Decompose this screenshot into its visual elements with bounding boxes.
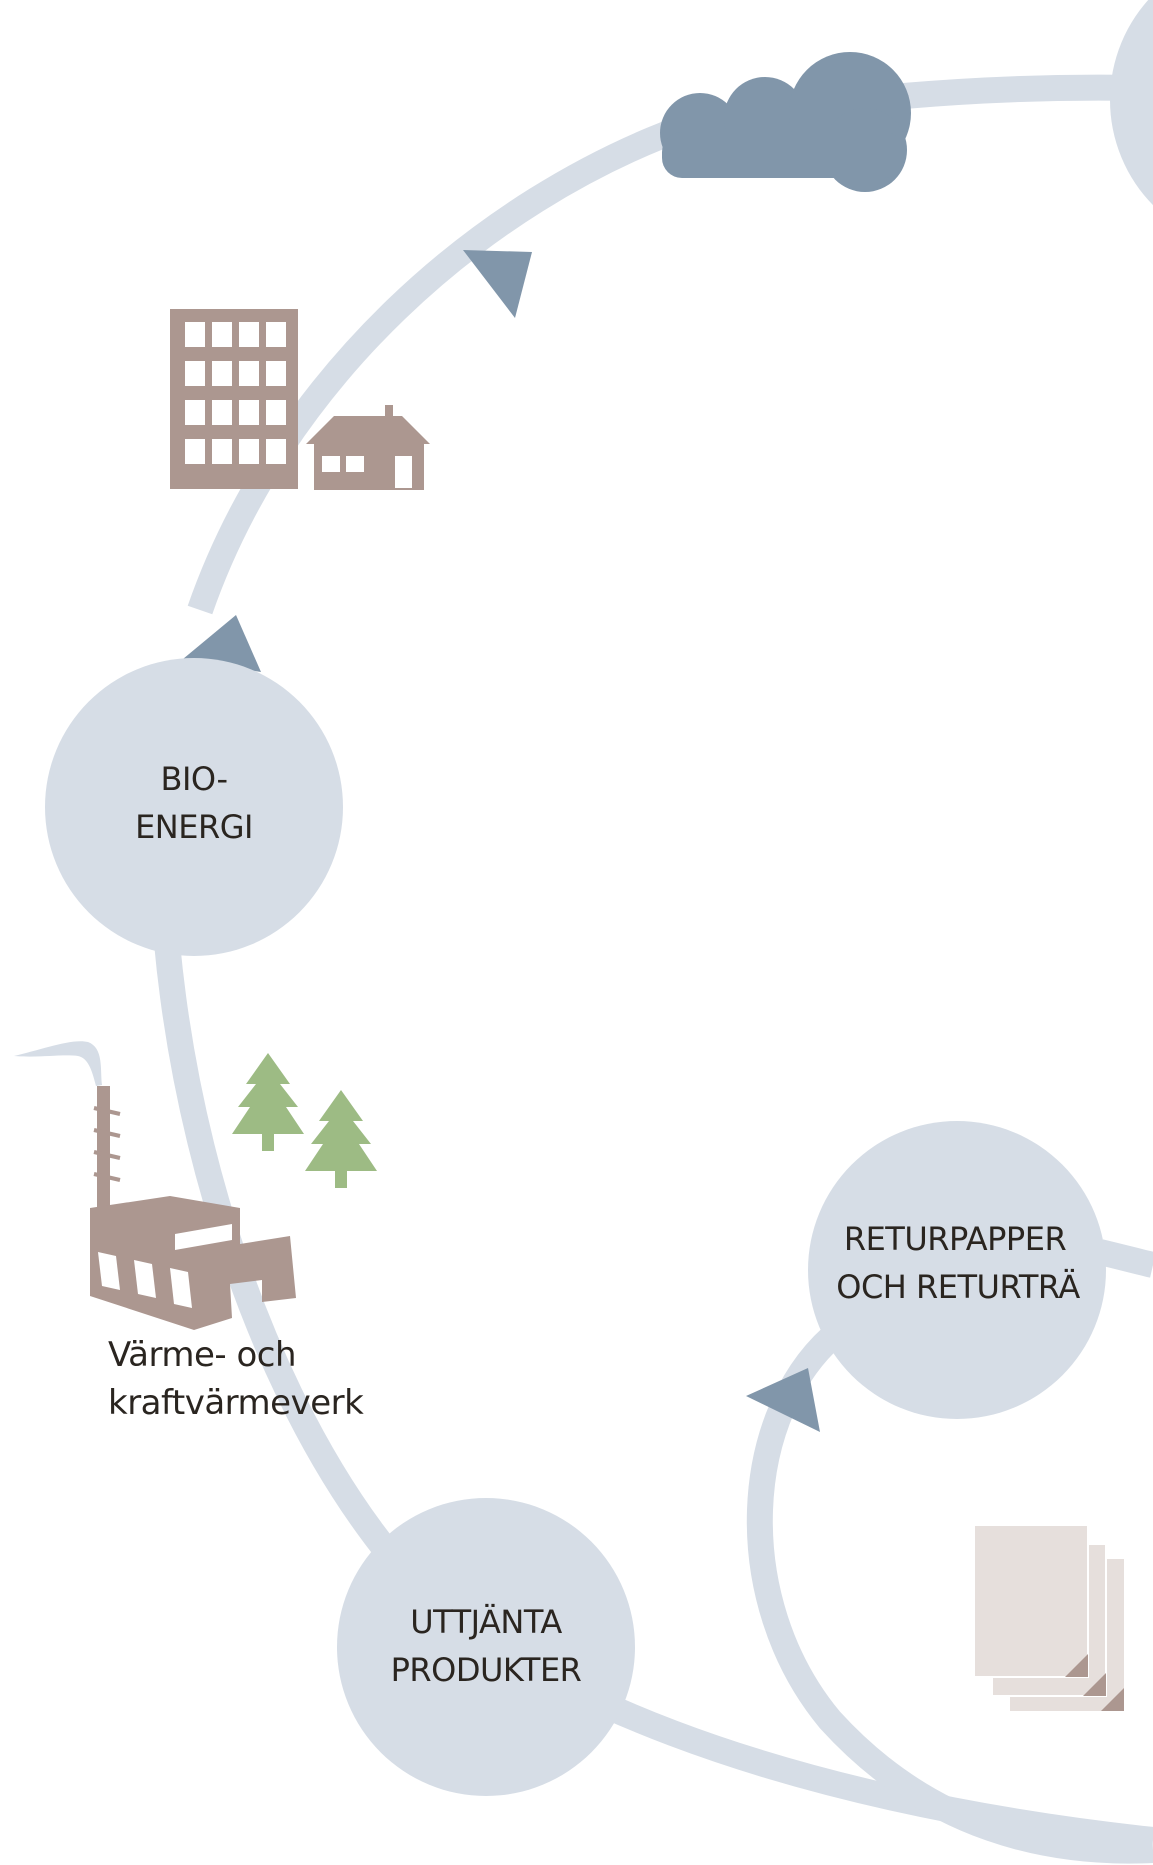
factory-icon: [14, 1041, 296, 1330]
node-bioenergi-line1: BIO-: [160, 760, 227, 798]
house-icon: [306, 405, 430, 490]
plant-caption-line1: Värme- och: [108, 1335, 296, 1375]
node-returpapper-line2: OCH RETURTRÄ: [836, 1268, 1080, 1306]
node-returpapper-line1: RETURPAPPER: [844, 1220, 1067, 1258]
inner-cycle-path: [746, 1319, 1153, 1864]
plant-caption-line2: kraftvärmeverk: [108, 1383, 364, 1423]
node-uttjanta-line2: PRODUKTER: [391, 1651, 582, 1689]
arrow-up: [183, 615, 261, 672]
arrow-left: [746, 1368, 820, 1432]
paper-stack-icon: [973, 1524, 1124, 1711]
tree-icon: [305, 1090, 377, 1188]
smoke-plume: [14, 1041, 102, 1086]
return-connector-path: [1096, 1239, 1153, 1278]
offscreen-node: [1110, 0, 1153, 206]
node-bioenergi: BIO- ENERGI: [45, 658, 343, 956]
tree-icon: [232, 1053, 304, 1151]
arrow-up-right: [463, 250, 532, 318]
node-returpapper: RETURPAPPER OCH RETURTRÄ: [808, 1121, 1106, 1419]
node-uttjanta-line1: UTTJÄNTA: [410, 1603, 562, 1641]
node-uttjanta: UTTJÄNTA PRODUKTER: [337, 1498, 635, 1796]
cloud-icon: [660, 52, 911, 192]
apartment-building-icon: [170, 309, 298, 489]
node-bioenergi-line2: ENERGI: [135, 808, 253, 846]
